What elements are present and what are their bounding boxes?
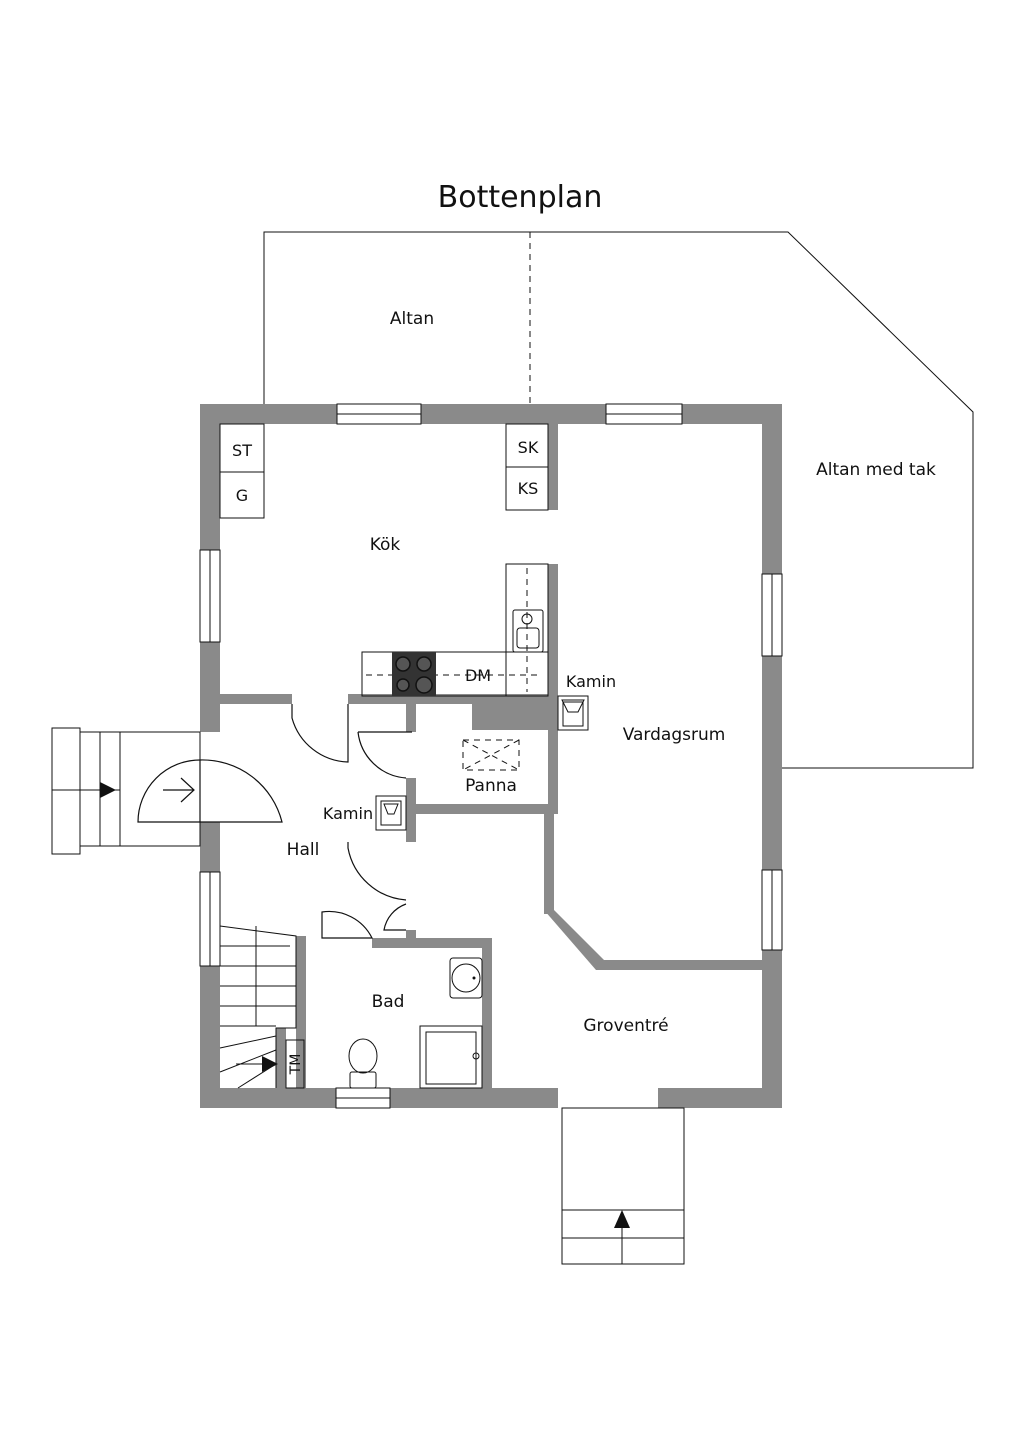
entrance-steps-left [51,727,201,855]
washing-machine [285,1039,305,1089]
kitchen-cabinets [219,423,549,697]
fixture-label-sk: SK [518,438,539,457]
fixture-label-ks: KS [518,479,539,498]
room-label-vardagsrum: Vardagsrum [623,725,726,745]
stove [392,652,436,696]
fireplace-livingroom [557,695,589,731]
room-label-bad: Bad [372,992,405,1012]
room-label-hall: Hall [287,840,320,860]
boiler [462,739,520,771]
room-label-altan-med-tak: Altan med tak [816,460,936,480]
toilet [348,1038,378,1089]
interior-walls [220,424,782,1108]
plan-title: Bottenplan [438,180,603,215]
kitchen-sink [512,609,544,653]
fixture-label-kamin-hall: Kamin [323,804,373,823]
windows [199,403,783,1109]
staircase [219,925,297,1089]
fixture-label-g: G [236,486,248,505]
room-label-panna: Panna [465,776,517,796]
washbasin [449,957,483,999]
fireplace-hall [375,795,407,831]
room-label-kok: Kök [370,535,401,555]
fixture-label-dm: DM [465,666,491,685]
fixture-label-st: ST [232,441,252,460]
deck-outline [263,231,974,769]
fixture-label-tm: TM [288,1054,304,1076]
room-label-altan: Altan [390,309,434,329]
fixture-label-kamin-livingroom: Kamin [566,672,616,691]
doors [137,704,412,939]
room-label-groventre: Groventré [583,1016,668,1036]
shower [419,1025,483,1089]
entrance-steps-bottom [561,1107,685,1265]
